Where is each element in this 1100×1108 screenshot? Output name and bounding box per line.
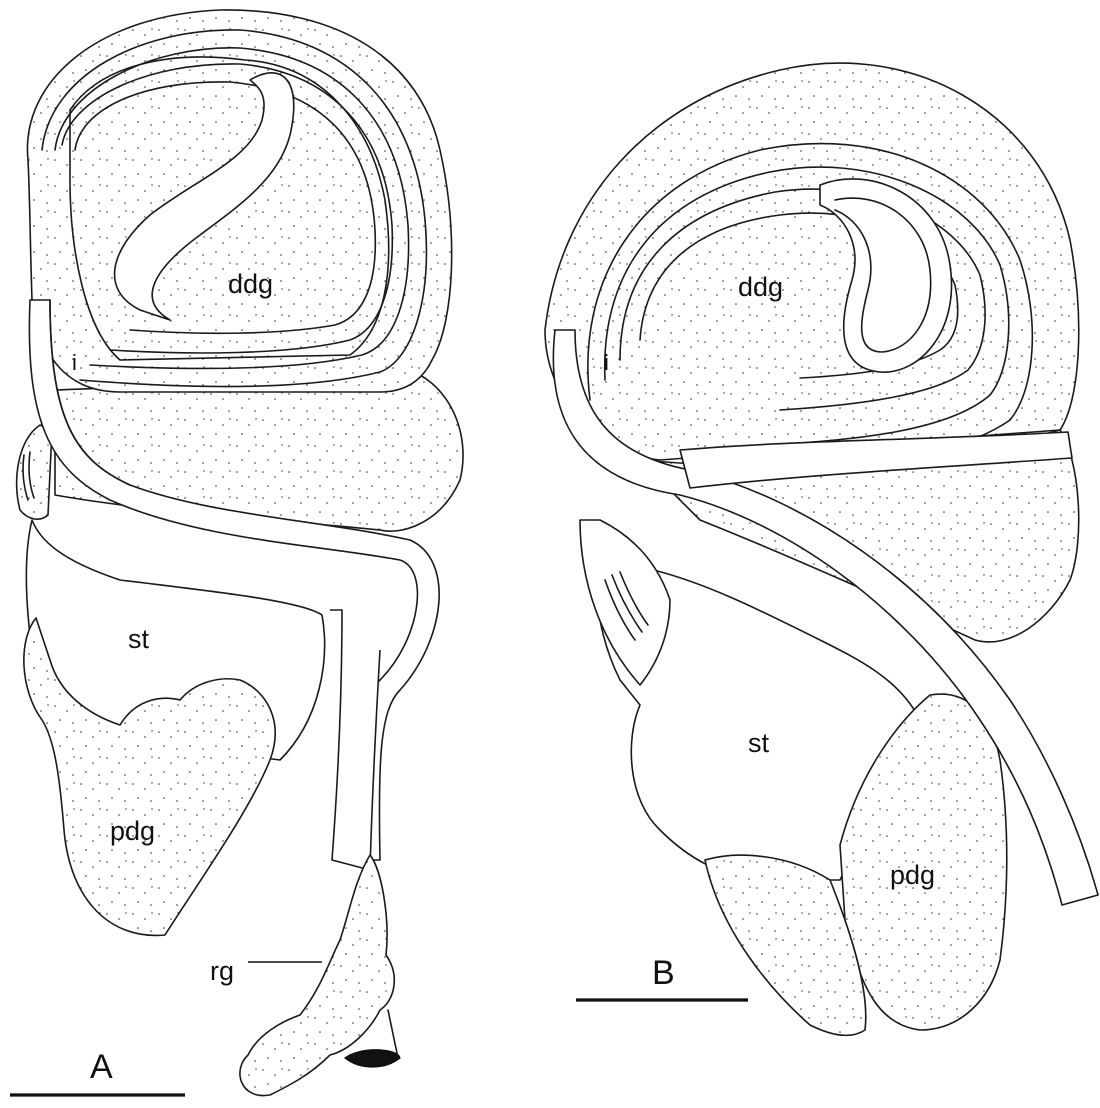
label-st-b: st (748, 728, 770, 758)
label-pdg-a: pdg (110, 816, 155, 846)
panel-label-b: B (652, 954, 675, 992)
anus-cap-a (345, 1050, 400, 1067)
panel-a: ddg i st pdg rg A (10, 10, 463, 1096)
label-ddg-a: ddg (228, 269, 273, 299)
label-i-a: i (72, 350, 77, 375)
pdg-lobe-b (705, 855, 866, 1035)
label-ddg-b: ddg (738, 272, 783, 302)
label-pdg-b: pdg (890, 860, 935, 890)
panel-label-a: A (90, 1048, 113, 1086)
label-rg-a: rg (210, 956, 234, 986)
label-st-a: st (128, 624, 150, 654)
label-i-b: i (604, 350, 609, 375)
ddg-lower-band-a (55, 375, 463, 531)
lateral-lobe-a (17, 425, 52, 519)
panel-b: ddg i st pdg B (545, 63, 1098, 1035)
